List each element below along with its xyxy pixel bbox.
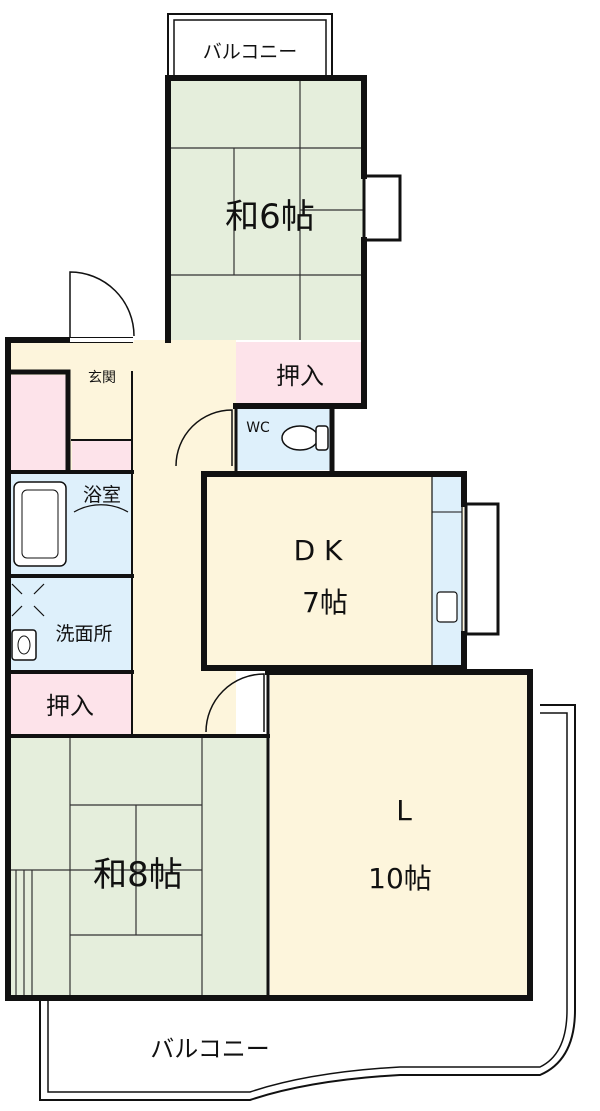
door-swings <box>69 271 265 733</box>
room-living: L 10帖 <box>270 672 528 998</box>
room-washitsu-6: 和6帖 <box>168 78 364 340</box>
room-senmenjo: 洗面所 <box>8 578 132 670</box>
dk-label-line2: 7帖 <box>302 586 348 619</box>
washitsu-6-label: 和6帖 <box>225 197 315 237</box>
walls <box>5 75 533 1001</box>
oshiire-left-label: 押入 <box>46 692 94 720</box>
senmenjo-label: 洗面所 <box>55 623 112 645</box>
sink-icon <box>436 591 458 623</box>
washitsu-8-label: 和8帖 <box>93 855 183 895</box>
room-oshiire-top: 押入 <box>236 342 364 406</box>
bathtub-icon <box>13 481 67 567</box>
room-oshiire-left: 押入 <box>8 674 132 734</box>
room-washitsu-8: 和8帖 <box>8 738 268 998</box>
balcony-top-label: バルコニー <box>203 41 298 63</box>
genkan-label: 玄関 <box>88 369 116 386</box>
room-wc: WC <box>236 408 332 470</box>
closet-left-upper <box>8 375 68 470</box>
kitchen-counter <box>431 475 463 667</box>
washing-machine-icon <box>11 583 45 617</box>
closet-left-small <box>72 440 132 470</box>
balcony-bottom-label: バルコニー <box>150 1035 270 1063</box>
living-label-line1: L <box>396 794 412 827</box>
hallway-lower <box>136 470 204 735</box>
balcony-top: バルコニー <box>167 13 333 77</box>
room-dk: D K 7帖 <box>204 474 464 668</box>
wc-label: WC <box>246 420 270 436</box>
balcony-bottom: バルコニー <box>39 704 576 1101</box>
window-bay-right <box>464 502 500 636</box>
dk-label-line1: D K <box>294 534 343 567</box>
toilet-icon <box>281 425 329 451</box>
washbasin-icon <box>11 629 37 661</box>
room-yokushitsu: 浴室 <box>8 474 132 574</box>
window-bay-top <box>362 174 402 242</box>
oshiire-top-label: 押入 <box>276 362 324 390</box>
yokushitsu-label: 浴室 <box>83 484 121 506</box>
living-label-line2: 10帖 <box>368 862 432 895</box>
entrance-door <box>70 338 134 342</box>
